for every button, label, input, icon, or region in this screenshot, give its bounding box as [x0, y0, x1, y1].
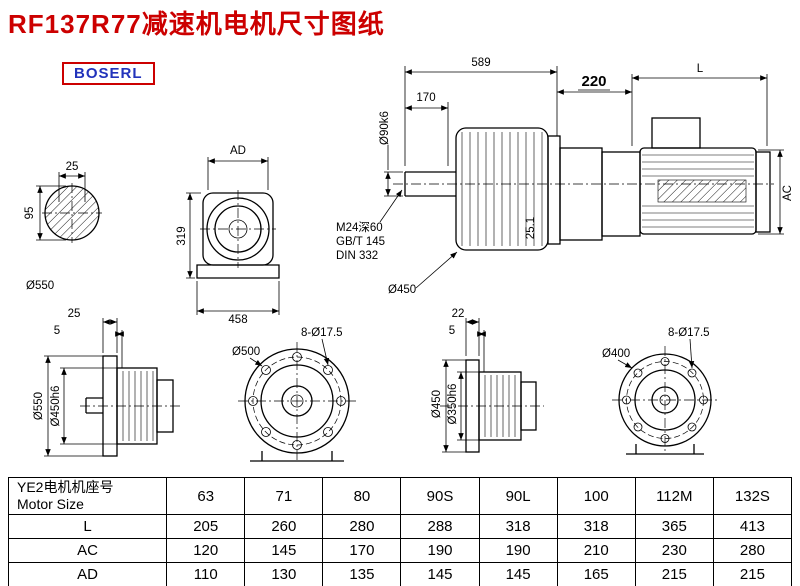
dim-flange-b-front-od: Ø400	[602, 348, 630, 360]
table-cell: 145	[478, 562, 558, 586]
table-header-cell: 80	[322, 477, 402, 515]
dim-flange-a-bolt-holes: 8-Ø17.5	[301, 327, 343, 339]
table-header-cell: 112M	[634, 477, 714, 515]
dim-standard-gbt: GB/T 145	[336, 236, 385, 248]
table-row-l: L 205 260 280 288 318 318 365 413	[7, 514, 793, 539]
table-header-cell: 71	[244, 477, 324, 515]
table-cell: 190	[478, 538, 558, 563]
motor-size-table: YE2电机机座号 Motor Size 63 71 80 90S 90L 100…	[7, 477, 793, 586]
table-header-row: YE2电机机座号 Motor Size 63 71 80 90S 90L 100…	[7, 477, 793, 515]
dim-front-height: 319	[176, 226, 188, 245]
table-cell: 210	[556, 538, 636, 563]
table-cell: 215	[634, 562, 714, 586]
page-title: RF137R77减速机电机尺寸图纸	[8, 9, 385, 39]
flange-side-view-b: 22 5 Ø450 Ø350h6	[431, 308, 544, 453]
table-cell: 260	[244, 514, 324, 539]
gearbox-front-view: AD 319 458	[176, 145, 280, 326]
dim-flange-a-step: 5	[54, 325, 60, 337]
dim-shaft-height: 95	[24, 207, 36, 220]
dim-flange-b-spigot: Ø350h6	[447, 384, 459, 425]
flange-front-view-a: 8-Ø17.5 Ø500	[232, 327, 356, 462]
dim-output-shaft-diameter: Ø90k6	[379, 111, 391, 145]
table-cell: 230	[634, 538, 714, 563]
brand-logo: BOSERL	[62, 62, 155, 85]
table-header-cn: YE2电机机座号	[17, 479, 114, 496]
table-cell: 318	[478, 514, 558, 539]
table-cell: 145	[400, 562, 480, 586]
dim-flange-a-front-od: Ø500	[232, 346, 260, 358]
table-cell: 170	[322, 538, 402, 563]
table-header-motor-size: YE2电机机座号 Motor Size	[7, 477, 168, 515]
shaft-section-view: 25 95 Ø550	[24, 161, 102, 292]
dim-shaft-diameter: Ø550	[26, 280, 54, 292]
table-header-en: Motor Size	[17, 496, 84, 512]
dim-tapped-hole: M24深60	[336, 220, 383, 234]
table-header-cell: 132S	[712, 477, 793, 515]
row-label: AD	[7, 562, 168, 586]
table-cell: 215	[712, 562, 793, 586]
dim-flange-a-spigot: Ø450h6	[50, 386, 62, 427]
dim-flange-b-bolt-holes: 8-Ø17.5	[668, 327, 710, 339]
dim-ad: AD	[230, 145, 246, 157]
dim-front-width: 458	[228, 314, 247, 326]
table-row-ad: AD 110 130 135 145 145 165 215 215	[7, 562, 793, 586]
gearmotor-side-view: 589 170 Ø90k6 M24深60 GB/T 145 DIN 332 Ø4…	[336, 57, 794, 296]
row-label: AC	[7, 538, 168, 563]
table-cell: 165	[556, 562, 636, 586]
table-cell: 280	[322, 514, 402, 539]
table-header-cell: 90L	[478, 477, 558, 515]
flange-front-view-b: 8-Ø17.5 Ø400	[602, 327, 718, 455]
dim-flange-a-od: Ø550	[33, 392, 45, 420]
table-cell: 318	[556, 514, 636, 539]
table-cell: 365	[634, 514, 714, 539]
dim-flange-b-step: 5	[449, 325, 455, 337]
table-header-cell: 90S	[400, 477, 480, 515]
table-header-cell: 100	[556, 477, 636, 515]
table-row-ac: AC 120 145 170 190 190 210 230 280	[7, 538, 793, 563]
row-label: L	[7, 514, 168, 539]
dim-flange-b-od: Ø450	[431, 390, 443, 418]
dim-motor-height: AC	[782, 185, 794, 201]
table-cell: 280	[712, 538, 793, 563]
dim-overall-length: 589	[471, 57, 490, 69]
flange-side-view-a: 25 5 Ø550 Ø450h6	[33, 308, 182, 457]
table-cell: 145	[244, 538, 324, 563]
table-cell: 130	[244, 562, 324, 586]
dim-flange-a-thickness: 25	[68, 308, 81, 320]
dim-standard-din: DIN 332	[336, 250, 378, 262]
table-cell: 110	[166, 562, 246, 586]
dim-key-height: 25.1	[525, 217, 537, 239]
dim-shaft-width: 25	[66, 161, 79, 173]
table-cell: 205	[166, 514, 246, 539]
dim-motor-length: L	[697, 63, 704, 75]
dim-adapter-length: 220	[581, 73, 606, 90]
table-cell: 288	[400, 514, 480, 539]
table-cell: 135	[322, 562, 402, 586]
table-cell: 413	[712, 514, 793, 539]
table-header-cell: 63	[166, 477, 246, 515]
dim-shaft-length: 170	[416, 92, 435, 104]
table-cell: 120	[166, 538, 246, 563]
dim-housing-diameter: Ø450	[388, 284, 416, 296]
dim-flange-b-thickness: 22	[452, 308, 465, 320]
table-cell: 190	[400, 538, 480, 563]
